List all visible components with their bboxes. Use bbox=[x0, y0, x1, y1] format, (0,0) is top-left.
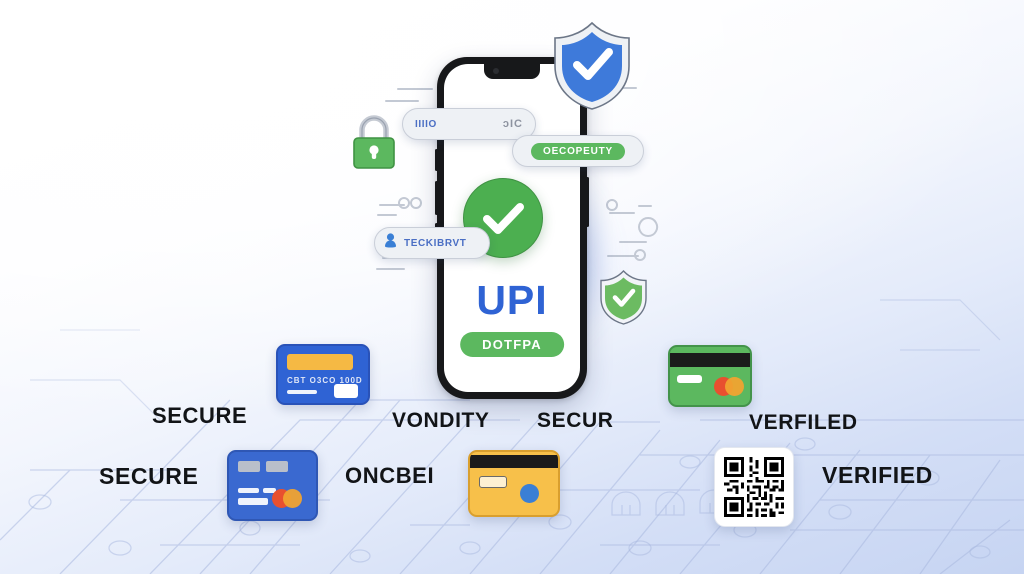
label-secur: SECUR bbox=[537, 409, 614, 432]
chip-pill-text: OECOPEUTY bbox=[531, 142, 625, 160]
card-line-a bbox=[238, 488, 259, 493]
card-line bbox=[677, 375, 702, 383]
shield-green-badge bbox=[597, 268, 650, 326]
qr-code-card[interactable] bbox=[714, 447, 794, 527]
card-number-text: CBT O3CO 100D bbox=[287, 376, 363, 385]
label-oncbei: ONCBEI bbox=[345, 463, 435, 488]
label-verified: VERIFIED bbox=[822, 462, 933, 488]
mastercard-logo bbox=[714, 377, 744, 396]
card-line bbox=[287, 390, 317, 394]
card-chip bbox=[479, 476, 507, 488]
card-chip-right bbox=[266, 461, 288, 472]
card-line-c bbox=[238, 498, 268, 505]
payment-card-blue-top: CBT O3CO 100D bbox=[276, 344, 370, 405]
upi-status-pill[interactable]: DOTFPA bbox=[460, 332, 564, 357]
card-logo-box bbox=[334, 384, 358, 398]
front-camera-icon bbox=[493, 68, 499, 74]
card-chip-left bbox=[238, 461, 260, 472]
qr-code-icon bbox=[724, 457, 784, 517]
floating-chip-mid-left[interactable]: TECKIBRVT bbox=[374, 227, 490, 259]
chip-label-text: TECKIBRVT bbox=[404, 237, 467, 249]
padlock-icon bbox=[350, 115, 398, 171]
chip-left-text: IIIIO bbox=[415, 118, 437, 130]
label-secure-lower-left: SECURE bbox=[99, 463, 199, 489]
phone-mute-switch[interactable] bbox=[435, 149, 438, 171]
upi-brand-text: UPI bbox=[476, 277, 548, 323]
payment-card-blue-bottom bbox=[227, 450, 318, 521]
phone-notch bbox=[484, 64, 540, 79]
label-verfiled: VERFILED bbox=[749, 411, 858, 434]
payment-card-orange bbox=[468, 450, 560, 517]
card-dot-logo bbox=[520, 484, 539, 503]
card-line-b bbox=[263, 488, 276, 493]
user-icon bbox=[384, 232, 397, 254]
chip-right-text: ɔIC bbox=[502, 118, 523, 130]
floating-chip-top-left[interactable]: IIIIO ɔIC bbox=[402, 108, 536, 140]
shield-blue-badge bbox=[548, 18, 636, 113]
label-secure-upper-left: SECURE bbox=[152, 403, 248, 428]
phone-volume-up-button[interactable] bbox=[435, 181, 438, 215]
payment-card-green bbox=[668, 345, 752, 407]
floating-chip-top-right[interactable]: OECOPEUTY bbox=[512, 135, 644, 167]
label-vondity: VONDITY bbox=[392, 409, 490, 432]
phone-power-button[interactable] bbox=[586, 177, 589, 227]
mastercard-logo bbox=[272, 489, 302, 508]
card-magnetic-stripe bbox=[470, 455, 558, 468]
card-gold-band bbox=[287, 354, 353, 370]
card-magnetic-stripe bbox=[670, 353, 750, 367]
